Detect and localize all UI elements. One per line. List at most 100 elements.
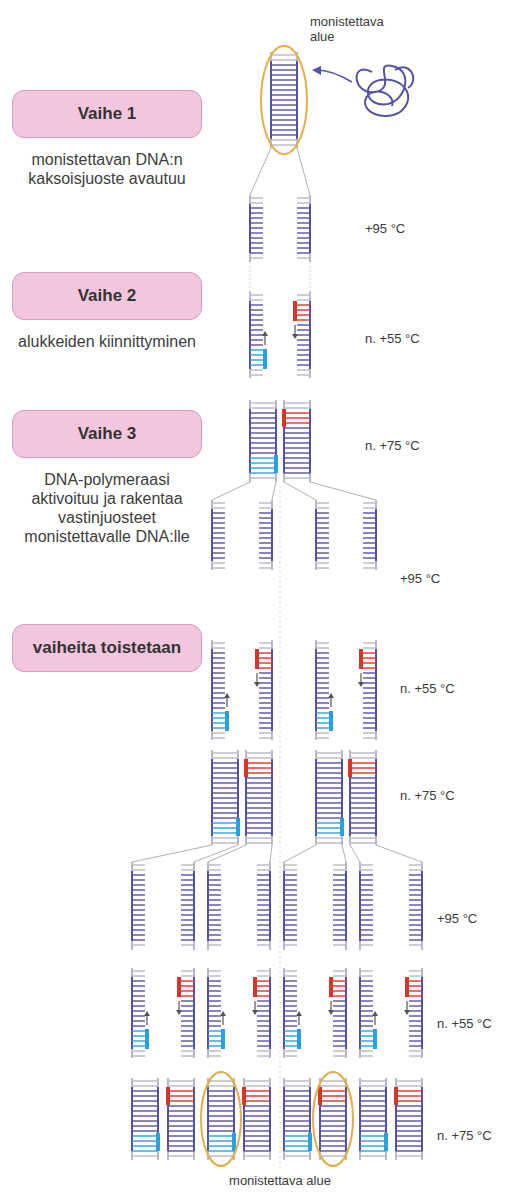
dna-stroke	[212, 712, 225, 713]
dna-stroke	[350, 752, 376, 753]
dna-stroke	[212, 652, 225, 653]
dna-stroke	[208, 985, 221, 986]
dna-stroke	[333, 1010, 346, 1011]
dna-stroke	[284, 1130, 310, 1131]
dna-stroke	[316, 562, 329, 563]
dna-stroke	[297, 324, 310, 325]
dna-stroke	[208, 995, 221, 996]
dna-stroke	[284, 889, 297, 890]
dna-stroke	[396, 1115, 422, 1116]
dna-stroke	[409, 1045, 422, 1046]
dna-stroke	[168, 1080, 194, 1081]
dna-stroke	[297, 374, 310, 375]
dna-stroke	[212, 707, 225, 708]
dna-stroke	[316, 712, 329, 713]
dna-stroke	[168, 1120, 194, 1121]
dna-stroke	[363, 667, 376, 668]
dna-stroke	[284, 1020, 297, 1021]
arrow-head	[220, 1011, 226, 1016]
dna-stroke	[208, 1020, 221, 1021]
dna-stroke	[259, 512, 272, 513]
dna-stroke	[297, 339, 310, 340]
primer	[232, 1133, 236, 1151]
dna-stroke	[333, 980, 346, 981]
dna-stroke	[363, 537, 376, 538]
dna-stroke	[250, 329, 263, 330]
dna-stroke	[409, 864, 422, 865]
dna-stroke	[360, 995, 373, 996]
dna-stroke	[271, 54, 297, 55]
dna-stroke	[284, 1140, 310, 1141]
dna-stroke	[297, 252, 310, 253]
dna-stroke	[284, 1110, 310, 1111]
dna-stroke	[350, 822, 376, 823]
dna-stroke	[271, 104, 297, 105]
dna-stroke	[409, 924, 422, 925]
dna-stroke	[333, 985, 346, 986]
dna-stroke	[250, 462, 276, 463]
dna-stroke	[376, 845, 422, 862]
dna-stroke	[132, 980, 145, 981]
dna-stroke	[212, 537, 225, 538]
dna-stroke	[271, 79, 297, 80]
dna-stroke	[363, 687, 376, 688]
dna-stroke	[350, 817, 376, 818]
dna-stroke	[360, 1155, 386, 1156]
dna-stroke	[212, 792, 238, 793]
step-description: monistettavan DNA:n kaksoisjuoste avautu…	[12, 150, 202, 188]
dna-stroke	[257, 1030, 270, 1031]
dna-stroke	[310, 482, 376, 500]
dna-stroke	[396, 1095, 422, 1096]
dna-stroke	[168, 1105, 194, 1106]
dna-stroke	[284, 924, 297, 925]
highlight-ellipse	[201, 1072, 241, 1166]
dna-stroke	[396, 1135, 422, 1136]
dna-stroke	[168, 1090, 194, 1091]
dna-stroke	[284, 427, 310, 428]
dna-stroke	[320, 1150, 346, 1151]
dna-stroke	[208, 909, 221, 910]
dna-stroke	[333, 1020, 346, 1021]
dna-stroke	[350, 792, 376, 793]
dna-stroke	[284, 457, 310, 458]
dna-stroke	[259, 667, 272, 668]
dna-stroke	[168, 1115, 194, 1116]
dna-stroke	[250, 422, 276, 423]
dna-stroke	[316, 522, 329, 523]
dna-stroke	[208, 879, 221, 880]
dna-stroke	[284, 874, 297, 875]
dna-stroke	[132, 970, 145, 971]
dna-stroke	[212, 772, 238, 773]
dna-stroke	[316, 772, 342, 773]
dna-stroke	[250, 472, 276, 473]
arrow-head	[328, 693, 334, 698]
dna-stroke	[363, 642, 376, 643]
dna-stroke	[181, 909, 194, 910]
dna-stroke	[257, 919, 270, 920]
dna-stroke	[316, 732, 329, 733]
dna-stroke	[316, 657, 329, 658]
dna-stroke	[208, 1005, 221, 1006]
dna-stroke	[193, 977, 195, 1049]
temperature-label: n. +75 °C	[400, 788, 480, 803]
dna-stroke	[316, 507, 329, 508]
dna-stroke	[363, 547, 376, 548]
dna-stroke	[283, 977, 285, 1049]
dna-stroke	[396, 1155, 422, 1156]
temperature-label: n. +55 °C	[437, 1016, 509, 1031]
dna-stroke	[212, 562, 225, 563]
dna-stroke	[396, 1100, 422, 1101]
dna-stroke	[363, 737, 376, 738]
dna-stroke	[396, 1120, 422, 1121]
dna-stroke	[212, 797, 238, 798]
dna-stroke	[409, 1020, 422, 1021]
dna-stroke	[208, 1085, 234, 1086]
dna-stroke	[284, 980, 297, 981]
dna-stroke	[284, 472, 310, 473]
dna-stroke	[316, 512, 329, 513]
dna-stroke	[250, 432, 276, 433]
dna-stroke	[316, 802, 342, 803]
dna-stroke	[350, 832, 376, 833]
dna-stroke	[363, 552, 376, 553]
dna-stroke	[316, 702, 329, 703]
